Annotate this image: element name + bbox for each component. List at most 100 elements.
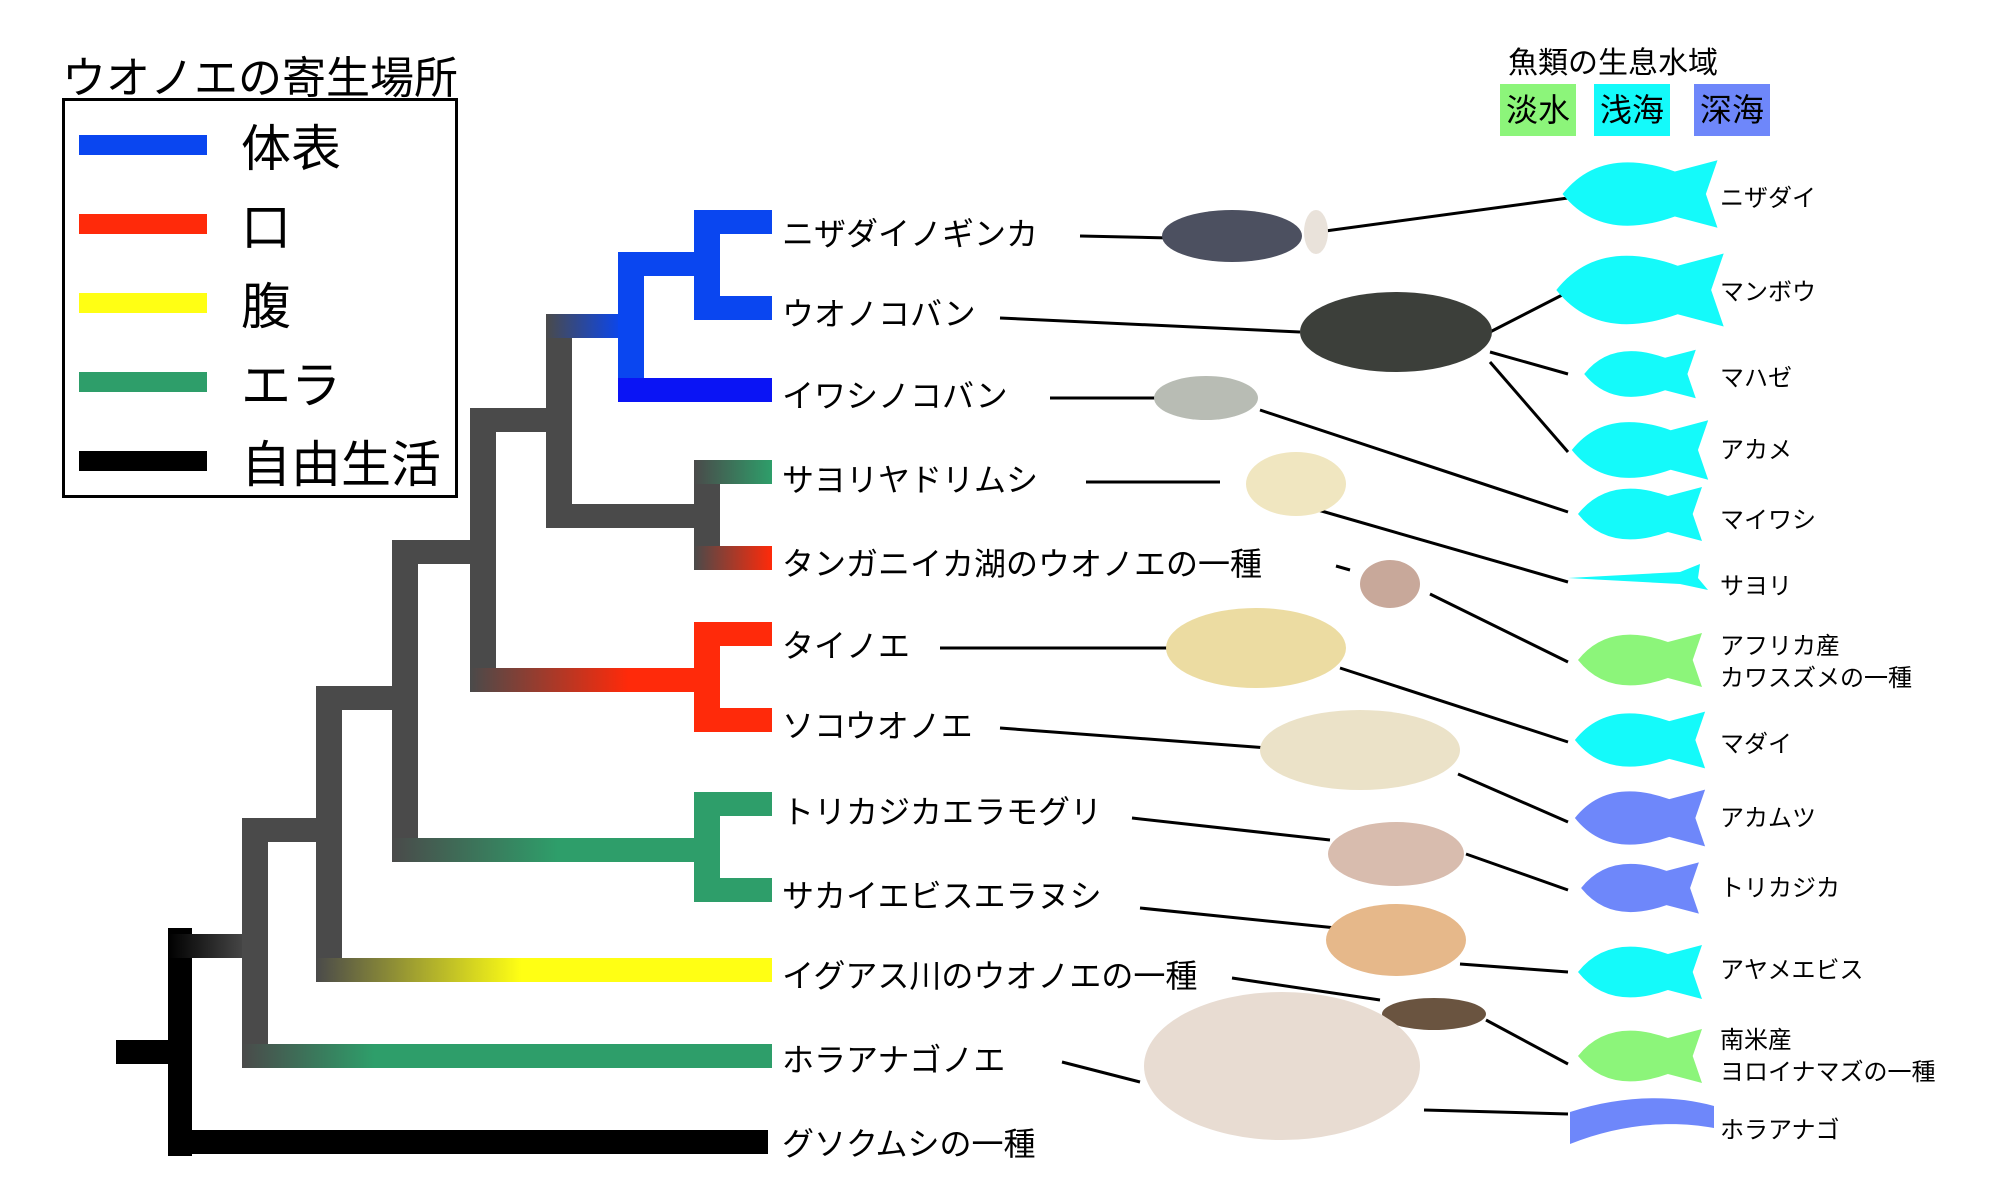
fish-label-torikajika: トリカジカ: [1720, 874, 1840, 902]
habitat-title: 魚類の生息水域: [1508, 46, 1718, 81]
isopod-images: [1144, 210, 1492, 1140]
branch-iwashinokoban: [618, 378, 772, 402]
branch-b-c: [316, 686, 396, 710]
branch-gill-clade: [392, 838, 694, 862]
isopod-nizadainoginka: [1162, 210, 1302, 262]
fish-label-maiwashi: マイワシ: [1720, 506, 1816, 534]
isopod-sakaiebisu-eranushi: [1326, 904, 1466, 976]
taxon-label-torikajika-eramoguri: トリカジカエラモグリ: [782, 793, 1103, 831]
fish-body: [1578, 1029, 1702, 1083]
fish-body: [1556, 253, 1724, 327]
node-a: [242, 818, 268, 1058]
taxon-label-gusokumushi: グソクムシの一種: [782, 1125, 1036, 1163]
branch-horaanago-noe: [242, 1044, 772, 1068]
isopod-sayori-yadorimushi: [1246, 452, 1346, 516]
fish-silhouette: [1571, 420, 1709, 480]
fish-body: [1574, 711, 1706, 769]
legend-label-free-living: 自由生活: [241, 436, 441, 494]
legend-item-body-surface: 体表: [79, 115, 341, 178]
fish-label-akame: アカメ: [1720, 436, 1792, 464]
node-d: [470, 408, 496, 692]
fish-silhouette: [1570, 1098, 1714, 1144]
taxon-label-sayori-yadorimushi: サヨリヤドリムシ: [782, 461, 1039, 499]
taxon-label-uonokoban: ウオノコバン: [782, 295, 976, 333]
fish-silhouette: [1574, 711, 1706, 769]
fish-silhouette: [1562, 160, 1718, 228]
taxon-label-iguazu: イグアス川のウオノエの一種: [782, 957, 1198, 995]
isopod-iguazu: [1382, 998, 1486, 1030]
legend-item-free-living: 自由生活: [79, 431, 441, 494]
fish-body: [1570, 1098, 1714, 1144]
isopod-horaanago-noe: [1144, 992, 1420, 1140]
branch-tainoe: [694, 622, 772, 646]
legend-title: ウオノエの寄生場所: [62, 53, 458, 104]
fish-label-akamutsu: アカムツ: [1720, 804, 1816, 832]
fish-body: [1578, 945, 1702, 999]
branch-iguazu: [316, 958, 772, 982]
fish-label-mahaze: マハゼ: [1720, 364, 1792, 392]
legend-label-gill: エラ: [241, 357, 341, 415]
isopod-torikajika-eramoguri: [1328, 822, 1464, 886]
legend: 体表 口 腹 エラ 自由生活: [62, 98, 458, 498]
habitat-freshwater: 淡水: [1500, 84, 1577, 136]
fish-label-south-american-catfish: 南米産: [1720, 1026, 1792, 1054]
branch-tanganyika: [694, 546, 772, 570]
legend-item-abdomen: 腹: [79, 273, 291, 336]
habitat-deep-sea: 深海: [1694, 84, 1771, 136]
fish-label-african-cichlid: アフリカ産: [1720, 632, 1840, 660]
branch-sakaiebisu-eranushi: [694, 878, 772, 902]
fish-silhouette: [1584, 349, 1696, 399]
legend-swatch-body-surface: [79, 135, 207, 155]
branch-a-b: [242, 818, 322, 842]
branch-surface-clade: [546, 314, 622, 338]
taxon-label-horaanago-noe: ホラアナゴノエ: [782, 1041, 1006, 1079]
legend-swatch-gill: [79, 372, 207, 392]
fish-body: [1584, 349, 1696, 399]
fish-silhouette: [1578, 633, 1702, 687]
fish-body: [1562, 160, 1718, 228]
branch-torikajika-eramoguri: [694, 792, 772, 816]
fish-silhouette: [1578, 487, 1702, 541]
branch-e-f: [546, 504, 696, 528]
taxon-label-tainoe: タイノエ: [782, 627, 911, 665]
branch-d-e: [470, 408, 550, 432]
fish-silhouette: [1568, 564, 1708, 590]
taxon-label-sakaiebisu-eranushi: サカイエビスエラヌシ: [782, 877, 1102, 915]
node-e: [546, 314, 572, 528]
isopod-iwashinokoban: [1154, 376, 1258, 420]
fish-label-sayori: サヨリ: [1720, 572, 1792, 600]
branch-parasite-clade: [168, 934, 248, 958]
branch-mouth-clade: [470, 668, 696, 692]
isopod-tanganyika: [1360, 560, 1420, 608]
fish-label-ayameebisu: アヤメエビス: [1720, 956, 1864, 984]
legend-label-body-surface: 体表: [241, 120, 341, 178]
legend-swatch-mouth: [79, 214, 207, 234]
isopod-sokouonoe: [1260, 710, 1460, 790]
taxon-label-iwashinokoban: イワシノコバン: [782, 377, 1008, 415]
fish-body: [1578, 487, 1702, 541]
branch-c-d: [392, 540, 472, 564]
fish-body: [1571, 420, 1709, 480]
fish-silhouette: [1581, 862, 1699, 914]
fish-label-horaanago: ホラアナゴ: [1720, 1116, 1840, 1144]
branch-sayori-yadorimushi: [694, 460, 772, 484]
branch-surface-sub: [618, 252, 698, 276]
fish-label-nizadai: ニザダイ: [1720, 184, 1816, 212]
fish-label-manbou: マンボウ: [1720, 278, 1816, 306]
habitat-shallow-sea: 浅海: [1594, 84, 1671, 136]
fish-label-south-american-catfish-2: ヨロイナマズの一種: [1720, 1058, 1936, 1086]
fish-body: [1581, 862, 1699, 914]
legend-label-abdomen: 腹: [241, 278, 291, 336]
legend-item-mouth: 口: [79, 194, 291, 257]
legend-swatch-abdomen: [79, 293, 207, 313]
node-surface: [618, 252, 644, 402]
node-b: [316, 686, 342, 980]
taxon-label-sokouonoe: ソコウオノエ: [782, 707, 973, 745]
isopod-uonokoban: [1300, 292, 1492, 372]
branch-free-living: [168, 1130, 768, 1154]
fish-body: [1574, 789, 1706, 847]
fish-silhouette: [1578, 945, 1702, 999]
fish-silhouettes: [1556, 160, 1724, 1144]
